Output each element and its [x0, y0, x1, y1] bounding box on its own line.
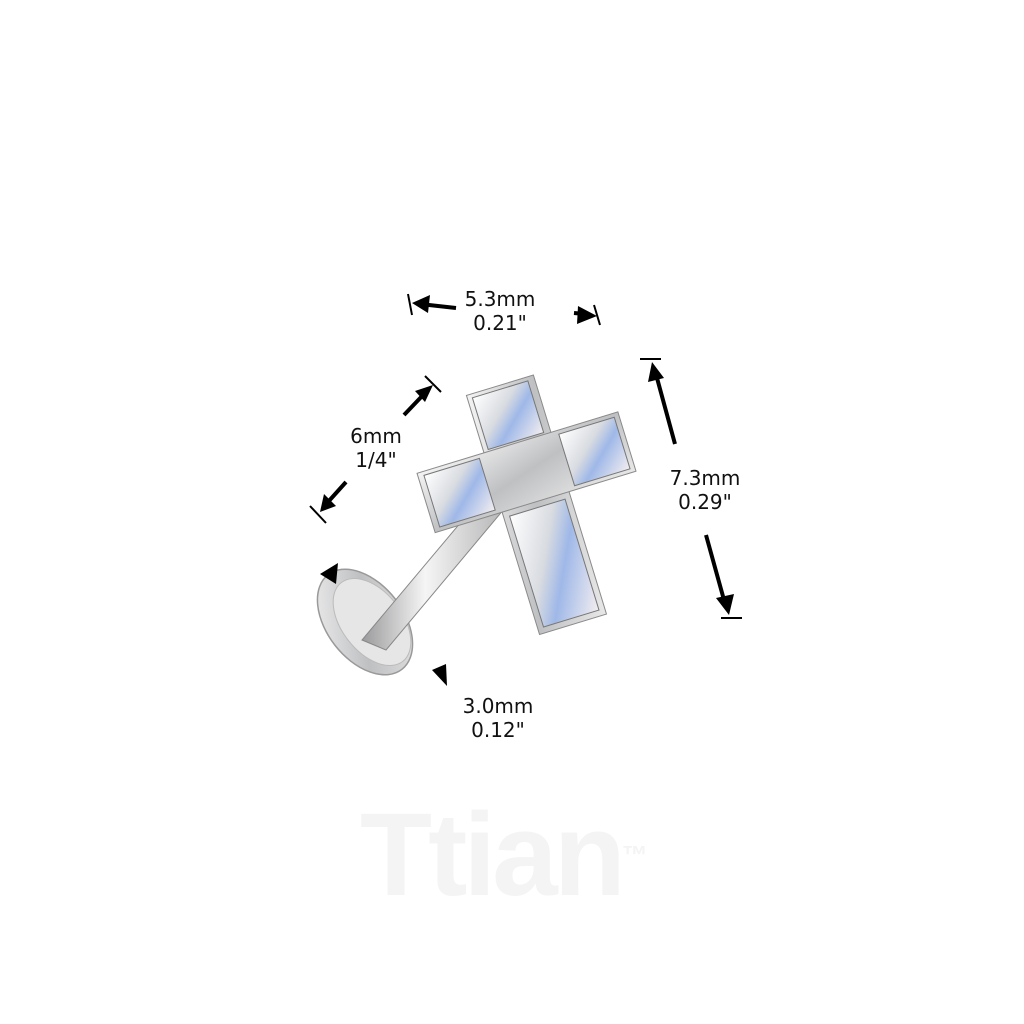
height-label: 7.3mm 0.29" [645, 466, 765, 514]
width-mm: 5.3mm [464, 287, 536, 311]
disc-arrow-top [320, 563, 338, 584]
height-inch: 0.29" [678, 490, 732, 514]
baguette-gem-bottom [508, 498, 600, 628]
post-length-label: 6mm 1/4" [316, 424, 436, 472]
width-label: 5.3mm 0.21" [440, 287, 560, 335]
disc-arrow-bottom [432, 664, 447, 686]
square-gem-left [423, 457, 496, 528]
square-gem-right [558, 416, 631, 487]
height-mm: 7.3mm [669, 466, 741, 490]
flat-back-disc [316, 568, 414, 676]
disc-mm: 3.0mm [462, 694, 534, 718]
cross-top [416, 374, 637, 636]
disc-inch: 0.12" [471, 718, 525, 742]
disc-label: 3.0mm 0.12" [438, 694, 558, 742]
dimension-arrows [309, 293, 742, 686]
width-inch: 0.21" [473, 311, 527, 335]
watermark: Ttian™ [360, 790, 648, 920]
square-gem-top [471, 380, 545, 451]
post-length-inch: 1/4" [355, 448, 397, 472]
watermark-text: Ttian [360, 789, 626, 921]
post-length-mm: 6mm [350, 424, 402, 448]
trademark: ™ [621, 840, 648, 870]
